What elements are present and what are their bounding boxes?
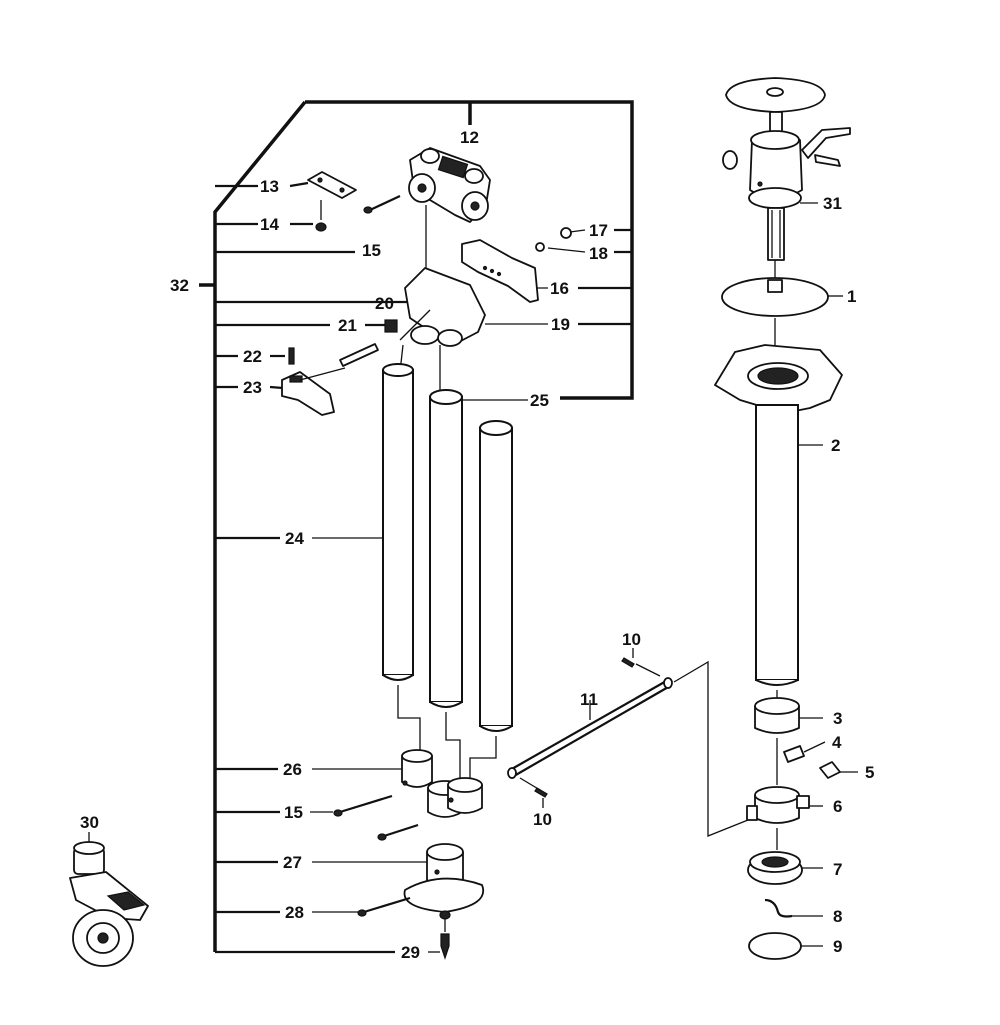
callout-8: 8 [833,907,842,926]
callout-24: 24 [285,529,304,548]
callout-28: 28 [285,903,304,922]
callout-2: 2 [831,436,840,455]
callout-10-top: 10 [622,630,641,649]
tube-right-part [479,420,513,732]
collar-part-6 [746,786,810,824]
caster-wheel-part-30 [69,841,149,967]
callout-5: 5 [865,763,874,782]
callout-12: 12 [460,128,479,147]
screw-part-14 [315,200,327,232]
pin-part-10-bottom [534,787,548,798]
right-callout-leaders [792,202,858,947]
assembly-bracket-frame [199,100,634,952]
spike-part-29 [440,918,450,960]
callout-21: 21 [338,316,357,335]
tube-left-part-24 [382,363,414,681]
bolt-part-28 [357,896,411,917]
tube-middle-part-25 [429,389,463,708]
top-clamp-part [408,147,491,223]
rod-guide-lines [519,660,749,837]
head-part-31 [722,77,851,261]
latch-part-23 [281,371,335,416]
rod-part-11 [507,677,673,779]
knob-part-5 [819,761,841,779]
callout-9: 9 [833,937,842,956]
socket-pair-part [427,777,483,818]
callout-6: 6 [833,797,842,816]
spring-clip-part-16 [461,239,539,303]
bolt-part-15-bottom [333,794,419,841]
washer-part-18 [535,242,545,252]
callout-22: 22 [243,347,262,366]
block-part-20 [384,319,398,333]
callout-4: 4 [832,733,842,752]
clamp-body-part-19 [404,267,486,347]
tube-socket-guide-lines [397,685,497,778]
pin-part-22 [288,347,295,365]
left-leader-lines [215,181,440,954]
callout-16: 16 [550,279,569,298]
callout-14: 14 [260,215,279,234]
callout-15-bottom: 15 [284,803,303,822]
pin-part-10-top [621,657,635,668]
callout-31: 31 [823,194,842,213]
washer-part-17 [560,227,572,239]
oring-part-9 [748,932,802,960]
bolt-part-15-top [363,195,401,214]
callout-30: 30 [80,813,99,832]
callout-3: 3 [833,709,842,728]
bushing-part-7 [747,851,803,885]
socket-part-26 [401,749,433,788]
callout-7: 7 [833,860,842,879]
callout-25: 25 [530,391,549,410]
pin-part-21 [339,343,379,367]
callout-18: 18 [589,244,608,263]
spring-part-8 [764,898,793,918]
callout-23: 23 [243,378,262,397]
callout-17: 17 [589,221,608,240]
right-leader-lines [462,228,632,401]
callout-19: 19 [551,315,570,334]
foot-base-part-27 [403,843,485,920]
callout-13: 13 [260,177,279,196]
callout-11: 11 [580,690,598,709]
callout-15-top: 15 [362,241,381,260]
plate-part-13 [307,171,357,199]
disc-part-1 [721,277,829,317]
callout-10-bottom: 10 [533,810,552,829]
callout-labels: 1 2 3 4 5 6 7 8 9 10 10 11 12 13 14 15 1… [80,128,874,962]
upright-tube-part-2 [714,344,843,686]
ring-part-3 [754,697,800,734]
assembly-guide-lines [299,309,441,392]
callout-20: 20 [375,294,394,313]
callout-29: 29 [401,943,420,962]
callout-26: 26 [283,760,302,779]
callout-1: 1 [847,287,856,306]
shim-part-4 [783,745,805,763]
callout-27: 27 [283,853,302,872]
callout-32: 32 [170,276,189,295]
